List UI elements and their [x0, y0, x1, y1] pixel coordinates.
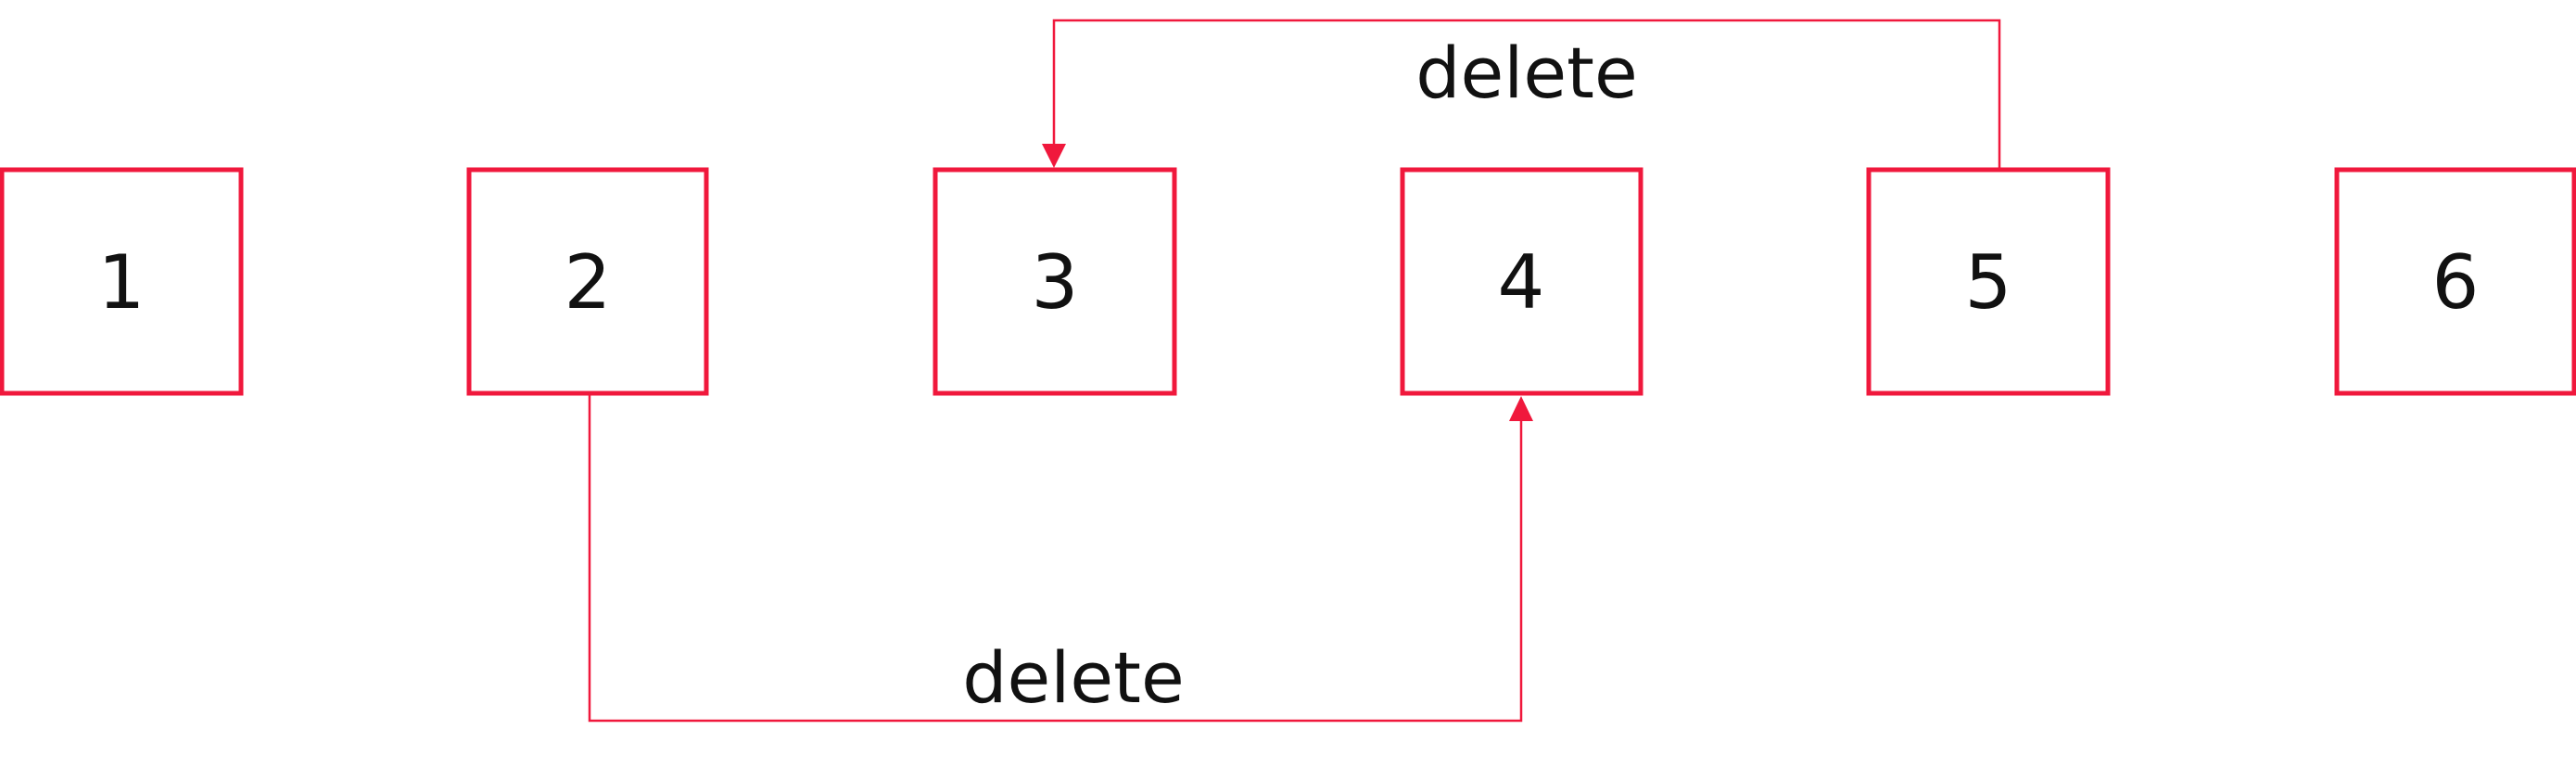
node-3-label: 3 — [1032, 239, 1079, 326]
node-4-box — [1400, 167, 1643, 396]
node-2-box — [466, 167, 709, 396]
edge-5-to-3-line — [1052, 19, 2001, 170]
node-6: 6 — [2334, 167, 2576, 396]
node-1-label: 1 — [98, 239, 146, 326]
node-6-box — [2334, 167, 2576, 396]
edge-5-to-3-arrowhead — [1042, 144, 1066, 168]
node-4-label: 4 — [1498, 239, 1545, 326]
node-3-box — [933, 167, 1177, 396]
edge-2-to-4-arrowhead — [1509, 396, 1533, 421]
node-5: 5 — [1866, 167, 2111, 396]
edge-2-to-4-line — [588, 393, 1523, 723]
node-5-label: 5 — [1965, 239, 2012, 326]
node-1-box — [0, 167, 244, 396]
node-2-label: 2 — [565, 239, 612, 326]
edge-2-to-4-label: delete — [962, 636, 1184, 719]
node-3: 3 — [933, 167, 1177, 396]
edge-2-to-4: delete — [588, 393, 1533, 723]
node-4: 4 — [1400, 167, 1643, 396]
node-6-label: 6 — [2432, 239, 2480, 326]
node-1: 1 — [0, 167, 244, 396]
node-5-box — [1866, 167, 2111, 396]
edge-5-to-3-label: delete — [1415, 32, 1637, 114]
node-2: 2 — [466, 167, 709, 396]
edge-5-to-3: delete — [1042, 19, 2001, 170]
